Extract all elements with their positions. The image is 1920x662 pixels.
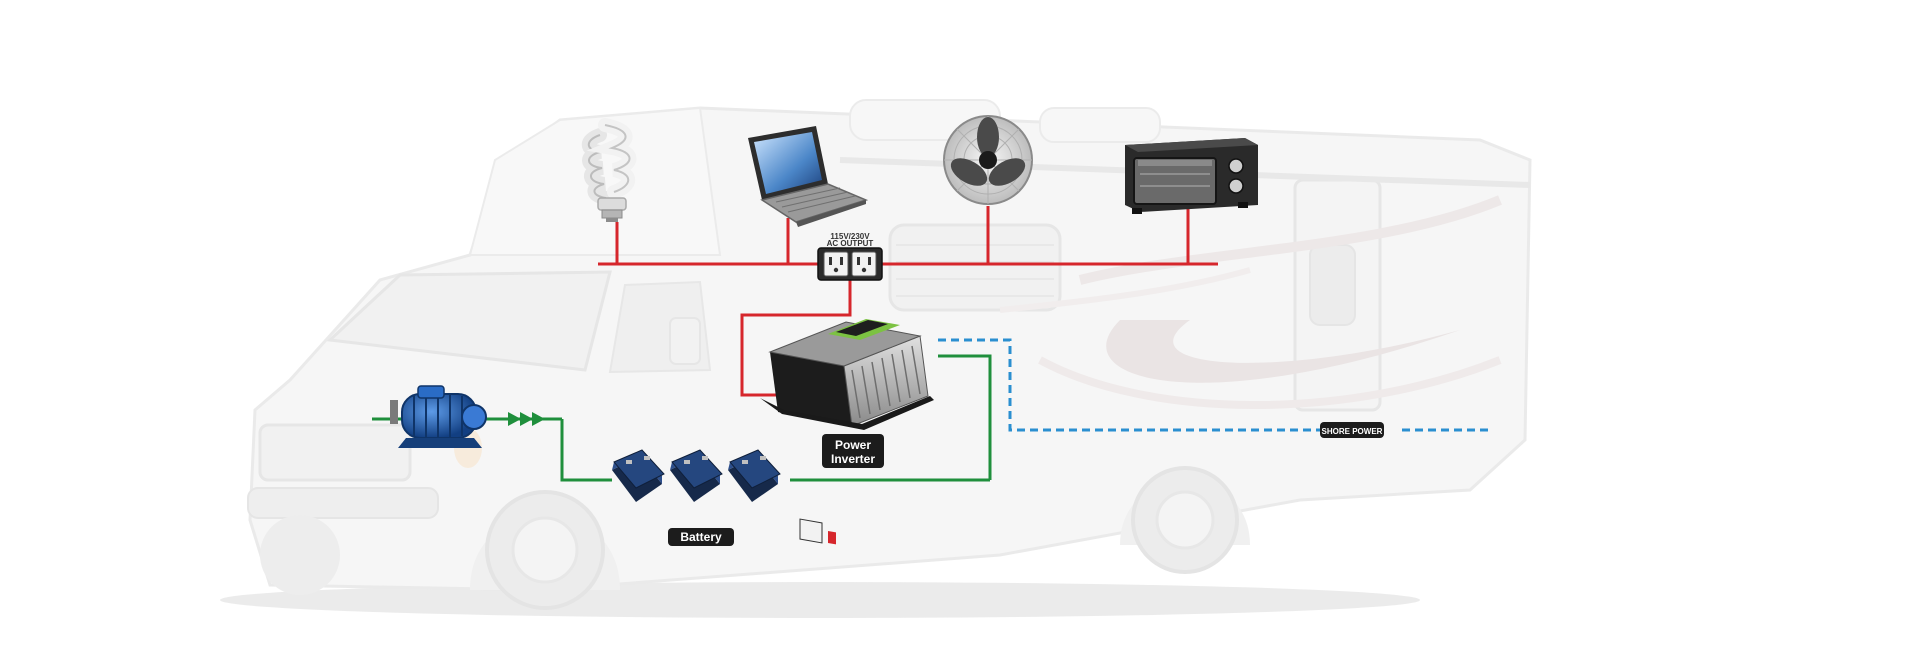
battery-icon bbox=[612, 449, 781, 502]
laptop-icon bbox=[748, 126, 869, 227]
power-inverter-icon bbox=[760, 319, 934, 545]
ac-outlet: 115V/230V AC OUTPUT bbox=[817, 232, 883, 281]
ac-wiring bbox=[598, 206, 1218, 397]
battery-1 bbox=[612, 449, 665, 502]
outlet-voltage-label: 115V/230V bbox=[830, 232, 870, 241]
outlet-title-label: AC OUTPUT bbox=[827, 239, 874, 248]
toaster-oven-icon bbox=[1125, 138, 1258, 214]
shore-power-label-text: SHORE POWER bbox=[1322, 427, 1383, 436]
shore-power-label: SHORE POWER bbox=[1320, 422, 1384, 438]
battery-2 bbox=[670, 449, 723, 502]
shore-power-wiring bbox=[938, 338, 1492, 432]
battery-label-text: Battery bbox=[680, 530, 722, 544]
battery-3 bbox=[728, 449, 781, 502]
desk-fan-icon bbox=[943, 115, 1033, 205]
electric-motor-icon bbox=[390, 385, 487, 448]
power-inverter-label-line1: Power bbox=[835, 438, 871, 452]
power-inverter-label-line2: Inverter bbox=[831, 452, 875, 466]
cfl-bulb-icon bbox=[581, 118, 637, 222]
dc-arrows bbox=[508, 412, 545, 426]
battery-label: Battery bbox=[668, 528, 734, 546]
ac-outlet-icon bbox=[823, 251, 877, 277]
power-inverter-label: Power Inverter bbox=[822, 434, 884, 468]
